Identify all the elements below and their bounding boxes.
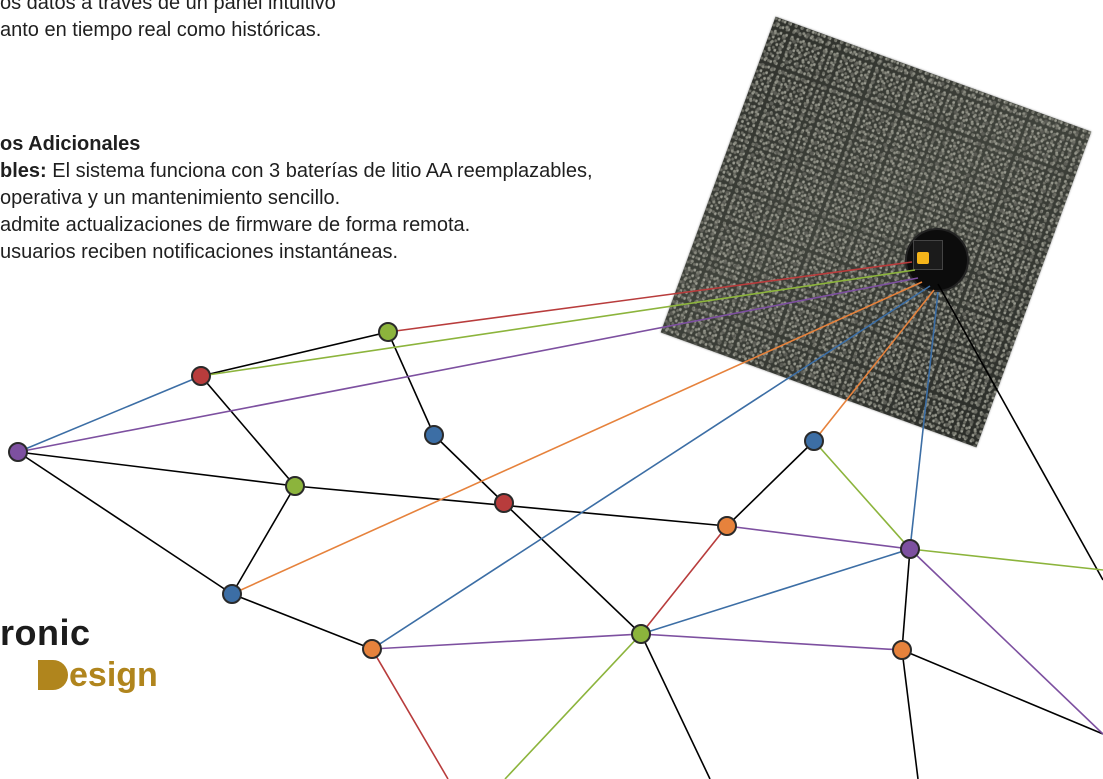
mesh-edge (17, 451, 296, 487)
logo-text-top: ronic (0, 612, 91, 653)
mesh-edge (433, 434, 505, 504)
logo-d-shape-icon (38, 660, 68, 690)
mesh-edge (17, 451, 233, 595)
node-purple (8, 442, 28, 462)
company-logo: ronic esign (0, 612, 158, 694)
mesh-edge (901, 649, 919, 779)
mesh-edge (231, 485, 296, 595)
node-orange (362, 639, 382, 659)
link-orange (813, 289, 935, 442)
node-orange (717, 516, 737, 536)
logo-text-bottom: esign (38, 656, 158, 695)
node-blue (804, 431, 824, 451)
section-heading: os Adicionales (0, 133, 141, 155)
mesh-edge (200, 375, 296, 487)
mesh-edge (901, 548, 911, 651)
link-green (504, 633, 642, 779)
link-blue (909, 291, 939, 550)
node-blue (222, 584, 242, 604)
link-blue (371, 285, 931, 650)
node-red (494, 493, 514, 513)
link-red (387, 261, 913, 333)
node-orange (892, 640, 912, 660)
link-green (200, 269, 916, 377)
mesh-edge (901, 649, 1103, 735)
link-green (909, 548, 1103, 571)
mesh-edge (387, 331, 435, 436)
node-green (631, 624, 651, 644)
mesh-edge (200, 331, 389, 377)
link-purple (640, 633, 903, 651)
link-red (371, 648, 449, 779)
sensor-led (917, 252, 929, 264)
battery-line: bles: El sistema funciona con 3 baterías… (0, 158, 593, 185)
link-orange (231, 281, 923, 595)
mesh-edge (937, 283, 1103, 581)
node-red (191, 366, 211, 386)
link-purple (371, 633, 642, 650)
mesh-edge (726, 440, 815, 527)
link-purple (17, 277, 919, 453)
link-red (640, 525, 728, 635)
node-blue (424, 425, 444, 445)
maintenance-line: operativa y un mantenimiento sencillo. (0, 187, 341, 209)
battery-label: bles: (0, 160, 47, 182)
intro-line-2: anto en tiempo real como históricas. (0, 19, 322, 41)
logo-design-text: esign (69, 656, 158, 694)
notifications-line: usuarios reciben notificaciones instantá… (0, 241, 399, 263)
mesh-edge (640, 633, 711, 779)
link-purple (909, 548, 1103, 735)
link-blue (640, 548, 911, 635)
firmware-line: admite actualizaciones de firmware de fo… (0, 214, 471, 236)
node-green (378, 322, 398, 342)
intro-text: os datos a través de un panel intuitivo … (0, 0, 336, 44)
node-purple (900, 539, 920, 559)
mesh-edge (231, 593, 373, 650)
link-red (17, 375, 202, 453)
node-green (285, 476, 305, 496)
link-green (813, 440, 911, 550)
intro-line-1: os datos a través de un panel intuitivo (0, 0, 336, 14)
link-purple (726, 525, 911, 550)
mesh-edge (503, 502, 642, 635)
additional-section: os Adicionales bles: El sistema funciona… (0, 131, 593, 266)
battery-text: El sistema funciona con 3 baterías de li… (46, 160, 593, 182)
